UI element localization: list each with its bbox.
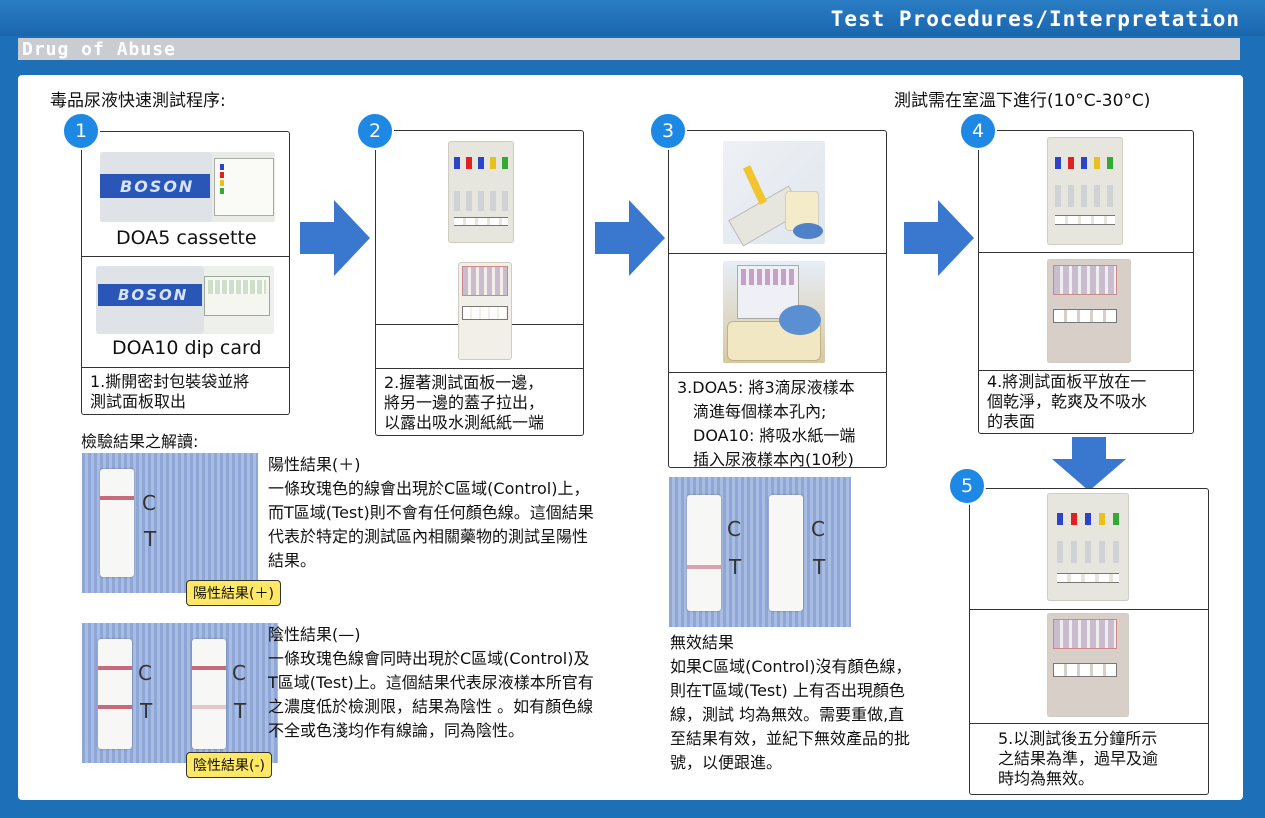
positive-desc-line1: 一條玫瑰色的線會出現於C區域(Control)上， bbox=[268, 479, 590, 498]
step-5-box: 5.以測試後五分鐘所示 之結果為準，過早及逾 時均為無效。 bbox=[969, 488, 1209, 795]
temperature-note: 測試需在室溫下進行(10°C-30°C) bbox=[894, 91, 1151, 111]
doa5-cassette-image: BOSON bbox=[100, 152, 275, 222]
negative-desc-line2: T區域(Test)上。這個結果代表尿液樣本所官有 bbox=[268, 673, 594, 692]
step-3-text-line4: 插入尿液樣本內(10秒) bbox=[693, 450, 854, 469]
step-4-badge: 4 bbox=[959, 112, 997, 150]
positive-desc-line3: 代表於特定的測試區內相關藥物的測試呈陽性 bbox=[268, 527, 589, 546]
positive-result-tag: 陽性結果(＋) bbox=[186, 580, 281, 606]
doa10-result-image bbox=[1047, 613, 1129, 717]
step-5-text-line2: 之結果為準，過早及逾 bbox=[998, 749, 1159, 768]
interpretation-heading: 檢驗結果之解讀: bbox=[81, 432, 199, 451]
positive-heading: 陽性結果(＋) bbox=[268, 455, 361, 474]
content-panel: 毒品尿液快速測試程序: 測試需在室溫下進行(10°C-30°C) 1 BOSON… bbox=[18, 75, 1243, 800]
dropper-image bbox=[723, 141, 825, 247]
step-1-badge: 1 bbox=[62, 112, 100, 150]
negative-desc-line4: 不全或色淺均作有線論，同為陰性。 bbox=[268, 721, 525, 740]
doa5-panel-image bbox=[448, 141, 514, 243]
invalid-result-image: C T C T bbox=[669, 477, 851, 627]
section-title: Drug of Abuse bbox=[22, 39, 176, 60]
arrow-right-icon bbox=[595, 200, 665, 276]
invalid-desc-line1: 如果C區域(Control)沒有顏色線， bbox=[670, 657, 912, 676]
doa5-result-image bbox=[1047, 493, 1129, 601]
dipcard-caption: DOA10 dip card bbox=[112, 337, 262, 359]
step-2-text-line3: 以露出吸水測紙紙一端 bbox=[384, 413, 545, 432]
step-5-text-line3: 時均為無效。 bbox=[998, 769, 1095, 788]
procedure-heading: 毒品尿液快速測試程序: bbox=[50, 91, 226, 111]
step-3-badge: 3 bbox=[649, 112, 687, 150]
top-banner bbox=[0, 0, 1265, 36]
step-3-box: 3.DOA5: 將3滴尿液樣本 滴進每個樣本孔內; DOA10: 將吸水紙一端 … bbox=[668, 130, 887, 469]
step-2-text-line2: 將另一邊的蓋子拉出， bbox=[384, 393, 545, 412]
step-4-text-line3: 的表面 bbox=[987, 412, 1036, 431]
positive-result-image: C T bbox=[82, 453, 258, 593]
brand-logo: BOSON bbox=[120, 177, 195, 196]
page-title: Test Procedures/Interpretation bbox=[830, 7, 1240, 31]
step-4-box: 4.將測試面板平放在一 個乾淨，乾爽及不吸水 的表面 bbox=[978, 130, 1194, 434]
negative-heading: 陰性結果(—) bbox=[268, 625, 361, 644]
invalid-desc-line4: 至結果有效，並紀下無效產品的批 bbox=[670, 729, 911, 748]
arrow-right-icon bbox=[300, 200, 370, 276]
step-1-text-line1: 1.撕開密封包裝袋並將 bbox=[90, 372, 250, 391]
doa10-card-image bbox=[458, 262, 512, 360]
step-4-text-line2: 個乾淨，乾爽及不吸水 bbox=[987, 392, 1148, 411]
step-2-text-line1: 2.握著測試面板一邊， bbox=[384, 373, 544, 392]
invalid-heading: 無效結果 bbox=[670, 633, 735, 652]
invalid-desc-line5: 號，以便跟進。 bbox=[670, 753, 783, 772]
positive-desc-line4: 結果。 bbox=[268, 551, 317, 570]
step-4-text-line1: 4.將測試面板平放在一 bbox=[987, 372, 1147, 391]
cassette-caption: DOA5 cassette bbox=[116, 227, 257, 249]
brand-logo-2: BOSON bbox=[118, 286, 189, 304]
negative-desc-line3: 之濃度低於檢測限，結果為陰性 。如有顏色線 bbox=[268, 697, 594, 716]
arrow-right-icon bbox=[904, 200, 974, 276]
invalid-desc-line2: 則在T區域(Test) 上有否出現顏色 bbox=[670, 681, 905, 700]
doa10-dipcard-image: BOSON bbox=[96, 266, 274, 334]
doa10-flat-image bbox=[1047, 259, 1131, 363]
step-1-text-line2: 測試面板取出 bbox=[90, 392, 187, 411]
negative-desc-line1: 一條玫瑰色線會同時出現於C區域(Control)及 bbox=[268, 649, 590, 668]
step-3-text-line3: DOA10: 將吸水紙一端 bbox=[693, 426, 856, 445]
step-5-badge: 5 bbox=[948, 467, 986, 505]
negative-result-tag: 陰性結果(-) bbox=[186, 752, 272, 778]
step-5-text-line1: 5.以測試後五分鐘所示 bbox=[998, 729, 1158, 748]
section-banner: Drug of Abuse bbox=[18, 38, 1240, 60]
positive-desc-line2: 而T區域(Test)則不會有任何顏色線。這個結果 bbox=[268, 503, 594, 522]
step-3-text-line1: 3.DOA5: 將3滴尿液樣本 bbox=[677, 378, 855, 397]
step-2-box: 2.握著測試面板一邊， 將另一邊的蓋子拉出， 以露出吸水測紙紙一端 bbox=[375, 130, 584, 436]
step-2-badge: 2 bbox=[356, 112, 394, 150]
step-3-text-line2: 滴進每個樣本孔內; bbox=[693, 402, 827, 421]
step-1-box: BOSON DOA5 cassette BOSON DOA10 dip card… bbox=[81, 131, 290, 415]
invalid-desc-line3: 線，測試 均為無效。需要重做,直 bbox=[670, 705, 905, 724]
negative-result-image: C T C T bbox=[82, 623, 278, 763]
dipping-image bbox=[723, 261, 825, 363]
doa5-flat-image bbox=[1047, 137, 1123, 245]
arrow-down-icon bbox=[1052, 437, 1126, 491]
